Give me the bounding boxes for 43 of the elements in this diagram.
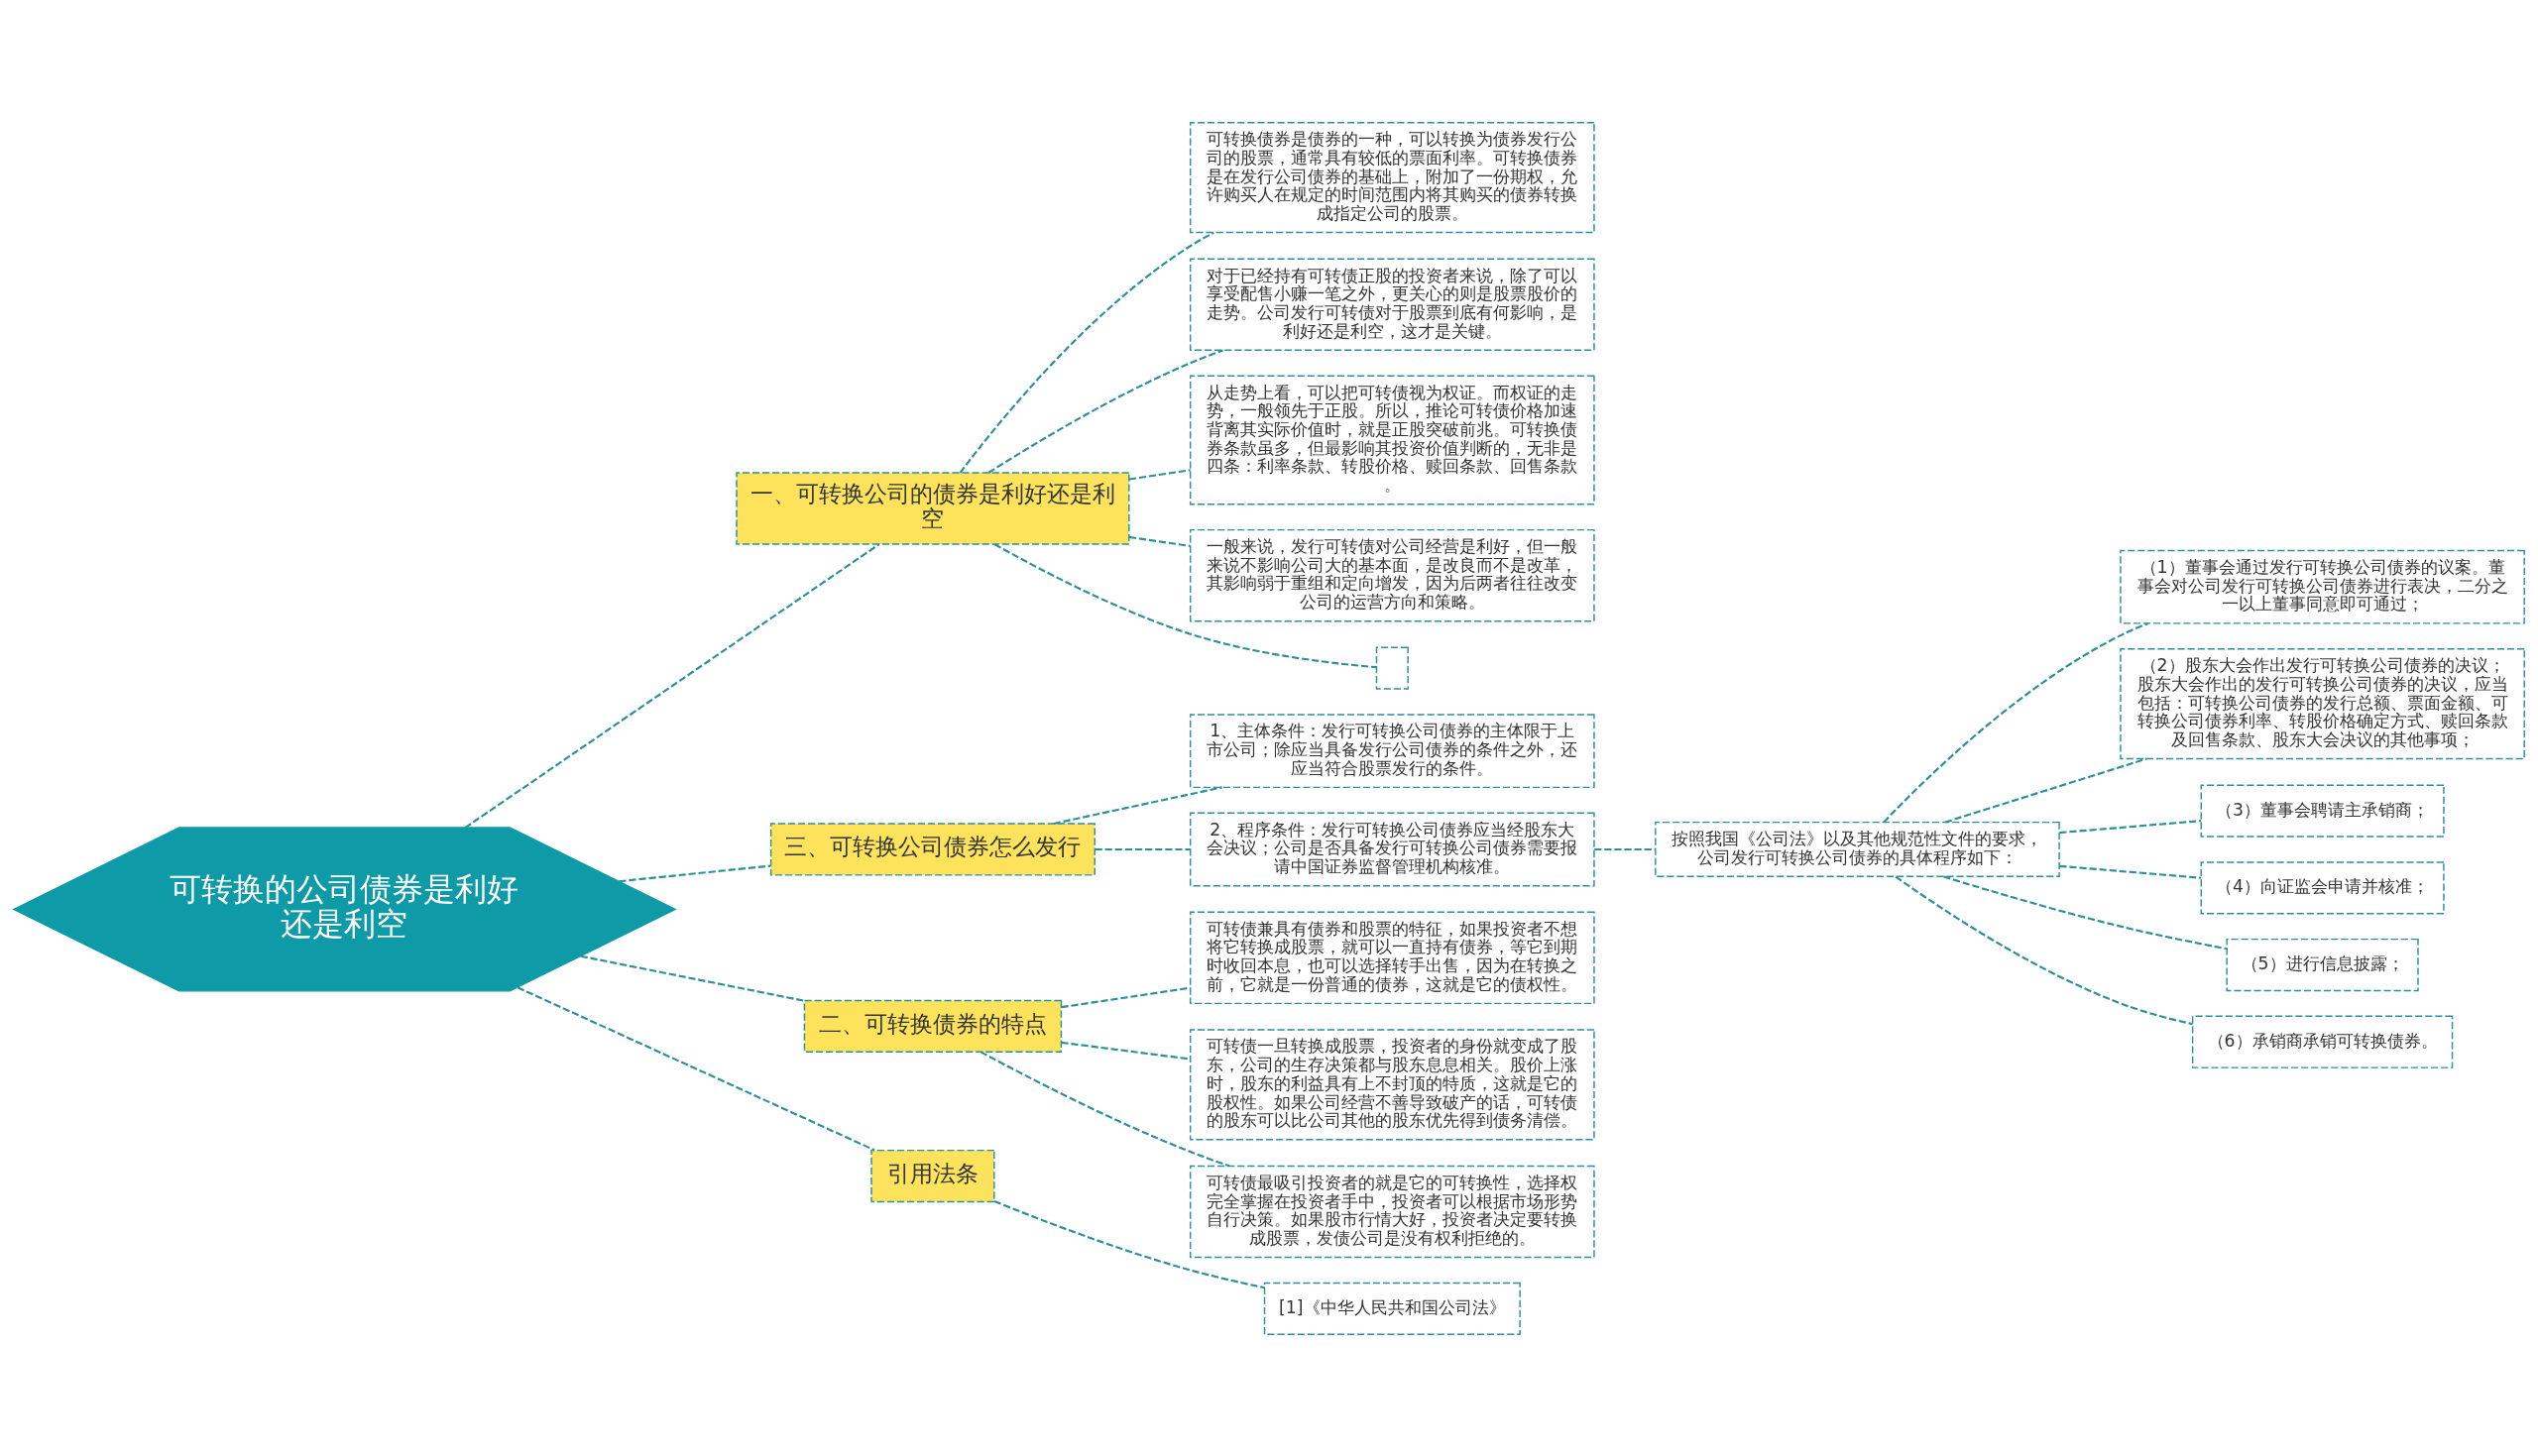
- node-box: （2）股东大会作出发行可转换公司债券的决议；股东大会作出的发行可转换公司债券的决议，应当包括：可转换公司债券的发行总额、票面金额、可转换公司债券利率、转股价格确定方式、赎回条款及回售条款、股东大会决议的其他事项；: [2120, 647, 2525, 759]
- node-box: 一、可转换公司的债券是利好还是利空: [736, 471, 1130, 545]
- node-box: 可转债最吸引投资者的就是它的可转换性，选择权完全掌握在投资者手中，投资者可以根据市场形势自行决策。如果股市行情大好，投资者决定要转换成股票，发债公司是没有权利拒绝的。: [1189, 1165, 1595, 1258]
- node-box: 引用法条: [870, 1149, 995, 1202]
- connector: [1943, 874, 2228, 950]
- connector: [1095, 847, 1191, 850]
- node-box: （6）承销商承销可转换债券。: [2191, 1015, 2454, 1068]
- node-box: （5）进行信息披露；: [2226, 938, 2419, 991]
- connector: [1061, 1041, 1191, 1061]
- node-box: 二、可转换债券的特点: [803, 999, 1063, 1053]
- node-box: 对于已经持有可转债正股的投资者来说，除了可以享受配售小赚一笔之外，更关心的则是股票股价的走势。公司发行可转债对于股票到底有何影响，是利好还是利空，这才是关键。: [1189, 257, 1595, 351]
- node-box: 从走势上看，可以把可转债视为权证。而权证的走势，一般领先于正股。所以，推论可转债价格加速背离其实际价值时，就是正股突破前兆。可转换债券条款虽多，但最影响其投资价值判断的，无非是四条：利率条款、转股价格、赎回条款、回售条款。: [1189, 374, 1595, 504]
- node-box: （3）董事会聘请主承销商；: [2200, 784, 2445, 838]
- node-box: 一般来说，发行可转债对公司经营是利好，但一般来说不影响公司大的基本面，是改良而不是改革，其影响弱于重组和定向增发，因为后两者往往改变公司的运营方向和策略。: [1189, 528, 1595, 621]
- connector: [993, 542, 1377, 668]
- node-box: 1、主体条件：发行可转换公司债券的主体限于上市公司；除应当具备发行公司债券的条件之外，还应当符合股票发行的条件。: [1189, 713, 1595, 788]
- node-box: 按照我国《公司法》以及其他规范性文件的要求，公司发行可转换公司债券的具体程序如下：: [1655, 821, 2060, 877]
- connector: [2059, 864, 2202, 879]
- connector: [1895, 875, 2193, 1025]
- connector: [619, 864, 771, 882]
- connector: [1883, 621, 2149, 823]
- connector: [580, 954, 805, 1002]
- node-box: 可转换债券是债券的一种，可以转换为债券发行公司的股票，通常具有较低的票面利率。可转换债券是在发行公司债券的基础上，附加了一份期权，允许购买人在规定的时间范围内将其购买的债券转换成指定公司的股票。: [1189, 121, 1595, 233]
- connector: [1053, 785, 1222, 825]
- connector: [959, 231, 1214, 474]
- node-box: （1）董事会通过发行可转换公司债券的议案。董事会对公司发行可转换公司债券进行表决，二分之一以上董事同意即可通过；: [2120, 549, 2525, 624]
- connector: [1128, 468, 1191, 481]
- node-box: 可转债一旦转换成股票，投资者的身份就变成了股东，公司的生存决策都与股东息息相关。股价上涨时，股东的利益具有上不封顶的特质，这就是它的股权性。如果公司经营不善导致破产的话，可转债的股东可以比公司其他的股东优先得到债务清偿。: [1189, 1028, 1595, 1141]
- node-box: （4）向证监会申请并核准；: [2200, 860, 2445, 914]
- node-box: [1]《中华人民共和国公司法》: [1263, 1282, 1521, 1335]
- node-box: [1375, 646, 1409, 690]
- connector: [993, 1199, 1265, 1288]
- node-box: 三、可转换公司债券怎么发行: [769, 822, 1096, 876]
- node-box: 2、程序条件：发行可转换公司债券应当经股东大会决议；公司是否具备发行可转换公司债券需要报请中国证券监督管理机构核准。: [1189, 812, 1595, 886]
- connector: [1128, 535, 1191, 547]
- connector: [517, 985, 875, 1151]
- connector: [1944, 757, 2147, 824]
- connector: [1061, 986, 1191, 1008]
- connector: [987, 348, 1223, 474]
- connector: [464, 542, 880, 829]
- connector: [1594, 847, 1656, 850]
- connector: [2059, 819, 2202, 834]
- node-box: 可转债兼具有债券和股票的特征，如果投资者不想将它转换成股票，就可以一直持有债券，等它到期时收回本息，也可以选择转手出售，因为在转换之前，它就是一份普通的债券，这就是它的债权性。: [1189, 911, 1595, 1004]
